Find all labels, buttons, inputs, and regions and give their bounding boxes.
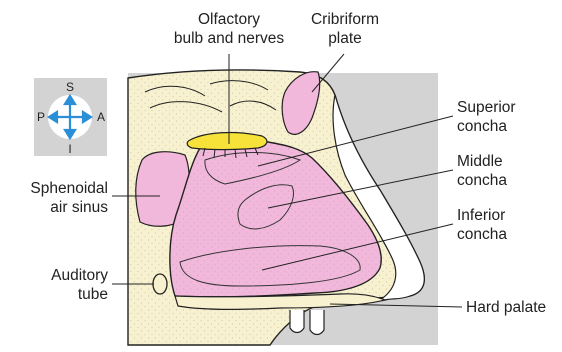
compass-posterior: P bbox=[37, 110, 45, 124]
label-auditory-line1: Auditory bbox=[4, 266, 108, 285]
label-sphenoidal-line2: air sinus bbox=[4, 198, 108, 217]
label-cribriform-line1: Cribriform bbox=[300, 10, 390, 29]
auditory-tube-opening bbox=[153, 274, 167, 294]
label-inferior-line2: concha bbox=[457, 225, 507, 244]
label-middle-concha: Middle concha bbox=[457, 152, 507, 190]
label-olfactory-line1: Olfactory bbox=[158, 10, 300, 29]
label-superior-line1: Superior bbox=[457, 98, 516, 117]
compass-superior: S bbox=[66, 80, 74, 94]
label-auditory-line2: tube bbox=[4, 285, 108, 304]
label-inferior-line1: Inferior bbox=[457, 206, 507, 225]
compass-inferior: I bbox=[68, 142, 71, 156]
label-auditory-tube: Auditory tube bbox=[4, 266, 108, 304]
label-middle-line1: Middle bbox=[457, 152, 507, 171]
label-olfactory-line2: bulb and nerves bbox=[158, 29, 300, 48]
label-sphenoidal-line1: Sphenoidal bbox=[4, 179, 108, 198]
label-superior-line2: concha bbox=[457, 117, 516, 136]
label-cribriform-line2: plate bbox=[300, 29, 390, 48]
label-hard-palate: Hard palate bbox=[466, 298, 546, 317]
label-cribriform: Cribriform plate bbox=[300, 10, 390, 48]
label-inferior-concha: Inferior concha bbox=[457, 206, 507, 244]
label-sphenoidal-sinus: Sphenoidal air sinus bbox=[4, 179, 108, 217]
orientation-compass: S I P A bbox=[34, 78, 107, 156]
label-superior-concha: Superior concha bbox=[457, 98, 516, 136]
label-middle-line2: concha bbox=[457, 171, 507, 190]
label-olfactory: Olfactory bulb and nerves bbox=[158, 10, 300, 48]
compass-anterior: A bbox=[97, 110, 105, 124]
